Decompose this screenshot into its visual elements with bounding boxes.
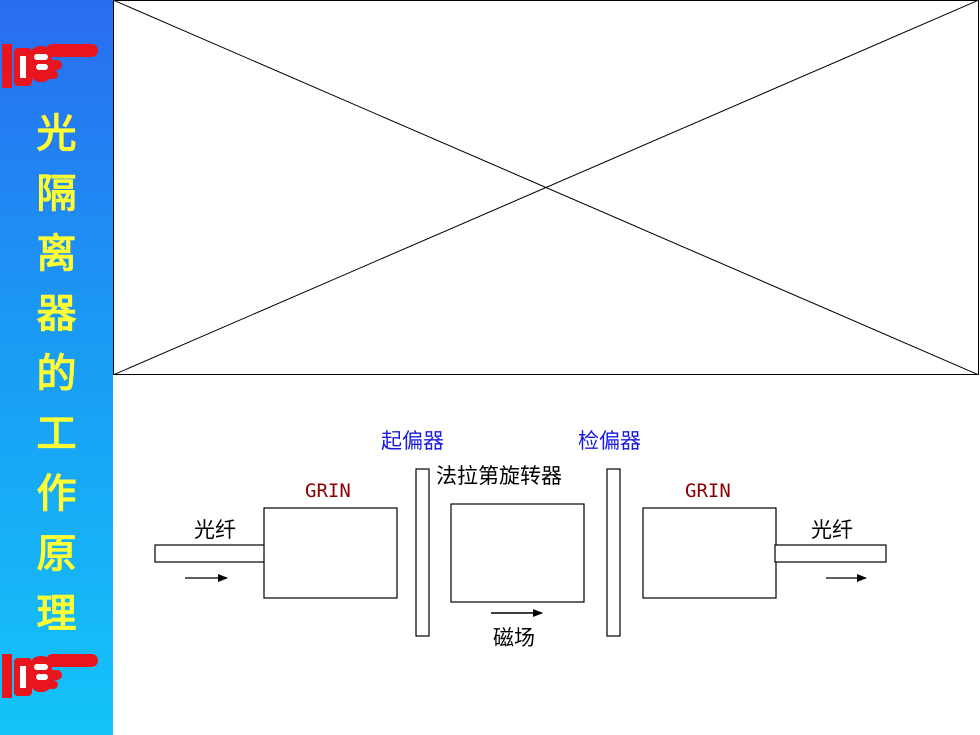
pointing-hand-icon — [2, 44, 98, 88]
title-char: 器 — [36, 291, 77, 337]
analyzer-label: 检偏器 — [578, 429, 641, 453]
left-fiber — [154, 544, 266, 563]
polarizer-label: 起偏器 — [381, 429, 444, 453]
title-char: 原 — [36, 531, 77, 577]
title-char: 的 — [36, 351, 77, 397]
right-grin-lens — [642, 507, 777, 599]
sidebar: 光 隔 离 器 的 工 作 原 理 — [0, 0, 113, 735]
isolator-diagram: 光纤 GRIN 起偏器 法拉第旋转器 磁场 检偏器 GRIN 光纤 — [154, 429, 887, 650]
title-char: 光 — [36, 111, 77, 157]
right-grin-label: GRIN — [685, 480, 731, 502]
magnetic-field-label: 磁场 — [493, 626, 535, 650]
title-char: 作 — [36, 471, 77, 517]
title-char: 理 — [36, 591, 77, 637]
faraday-rotator-label: 法拉第旋转器 — [436, 464, 562, 488]
polarizer-plate — [415, 468, 430, 637]
title-char: 隔 — [36, 171, 77, 217]
title-char: 工 — [36, 411, 77, 457]
title-char: 离 — [36, 231, 77, 277]
left-grin-label: GRIN — [305, 480, 351, 502]
right-fiber-label: 光纤 — [811, 518, 853, 542]
analyzer-plate — [606, 468, 621, 637]
pointing-hand-icon — [2, 654, 98, 698]
faraday-rotator — [450, 503, 585, 603]
sidebar-title: 光 隔 离 器 的 工 作 原 理 — [0, 104, 113, 644]
left-fiber-label: 光纤 — [194, 518, 236, 542]
image-placeholder — [113, 0, 979, 375]
right-fiber — [774, 544, 887, 563]
left-grin-lens — [263, 507, 398, 599]
